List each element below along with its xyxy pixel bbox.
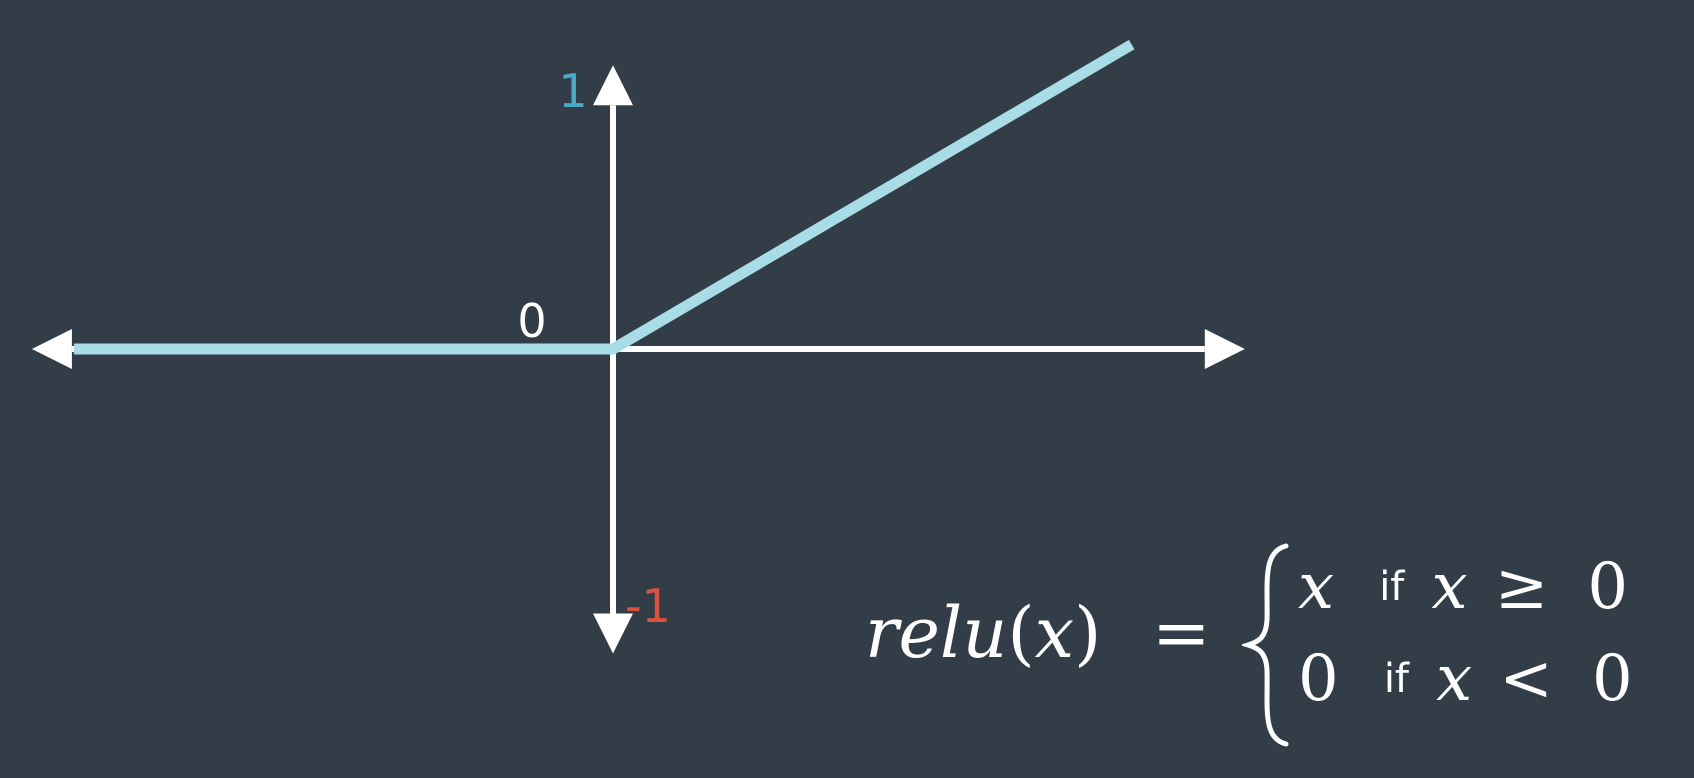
case1-cond-var: x [1431, 550, 1468, 624]
case2-cond-var: x [1436, 642, 1473, 716]
y-axis-down-arrowhead [593, 613, 633, 654]
case1-cond-rhs: 0 [1587, 550, 1629, 624]
case2-if-word: if [1383, 656, 1410, 702]
formula-function-name: relu [865, 592, 1008, 674]
formula-case-2: 0 if x < 0 [1298, 642, 1633, 722]
case1-cond-op: ≥ [1494, 550, 1549, 624]
relu-series-line [73, 39, 1135, 355]
case2-cond-rhs: 0 [1592, 642, 1633, 716]
formula-equals: = [1152, 592, 1211, 674]
x-axis-left-arrowhead [31, 329, 72, 369]
case1-if-word: if [1379, 564, 1405, 610]
y-axis-up-arrowhead [593, 65, 633, 106]
y-tick-label-minus-one: -1 [625, 579, 671, 633]
case1-value: x [1298, 550, 1335, 624]
formula-paren-open: ( [1007, 592, 1035, 674]
x-axis-right-arrowhead [1204, 329, 1245, 369]
relu-formula: relu(x) = x if x ≥ 0 0 if x < 0 [865, 540, 1665, 760]
formula-left-brace [1242, 543, 1289, 747]
formula-lhs-var: x [1034, 592, 1075, 674]
formula-lhs: relu(x) [865, 592, 1101, 674]
case2-value: 0 [1298, 642, 1339, 716]
case2-cond-op: < [1499, 642, 1553, 716]
formula-paren-close: ) [1074, 592, 1102, 674]
y-tick-label-one: 1 [558, 64, 587, 118]
formula-case-1: x if x ≥ 0 [1298, 550, 1628, 630]
origin-tick-label: 0 [517, 294, 546, 348]
